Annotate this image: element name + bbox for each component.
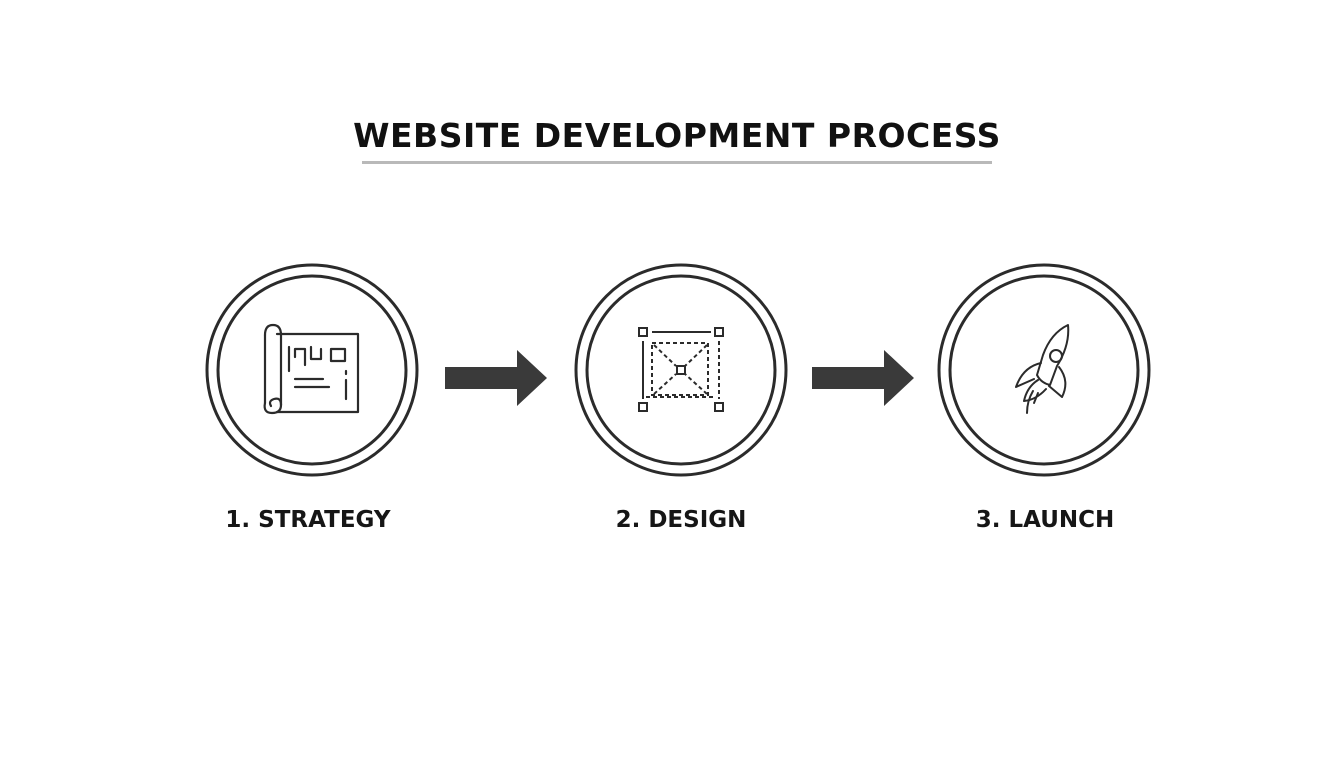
step-design-node xyxy=(574,263,788,477)
wireframe-icon xyxy=(638,327,724,412)
arrow-step2-to-step3 xyxy=(812,350,916,406)
blueprint-icon xyxy=(263,323,360,415)
step-strategy-label: 1. STRATEGY xyxy=(225,507,391,533)
title-underline xyxy=(362,161,992,164)
step-strategy-node xyxy=(205,263,419,477)
diagram-title: WEBSITE DEVELOPMENT PROCESS xyxy=(353,116,1001,155)
step-design-label: 2. DESIGN xyxy=(615,507,747,533)
arrow-step1-to-step2 xyxy=(445,350,549,406)
rocket-icon xyxy=(1015,324,1070,414)
step-launch-node xyxy=(937,263,1151,477)
step-launch-label: 3. LAUNCH xyxy=(975,507,1115,533)
